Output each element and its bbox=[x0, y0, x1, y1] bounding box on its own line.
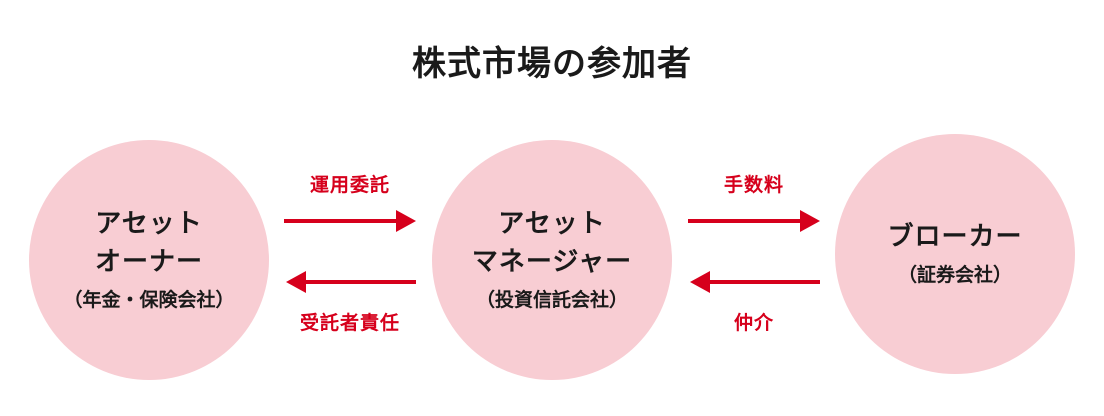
edge-label-manager-to-owner: 受託者責任 bbox=[299, 312, 400, 334]
node-asset-manager: アセット マネージャー （投資信託会社） bbox=[432, 140, 672, 380]
arrow-broker-to-manager bbox=[690, 271, 820, 293]
node-asset-manager-sub: （投資信託会社） bbox=[475, 289, 628, 311]
arrow-manager-to-broker bbox=[688, 210, 820, 232]
node-asset-owner-line1: アセット bbox=[95, 209, 203, 239]
edge-label-owner-to-manager: 運用委託 bbox=[309, 174, 390, 196]
node-asset-owner: アセット オーナー （年金・保険会社） bbox=[29, 140, 269, 380]
node-asset-owner-sub: （年金・保険会社） bbox=[63, 289, 235, 311]
edge-label-broker-to-manager: 仲介 bbox=[733, 312, 774, 334]
node-broker: ブローカー （証券会社） bbox=[835, 134, 1075, 374]
node-asset-manager-line2: マネージャー bbox=[471, 247, 633, 277]
node-broker-sub: （証券会社） bbox=[897, 264, 1012, 286]
diagram-title: 株式市場の参加者 bbox=[412, 44, 692, 84]
arrow-manager-to-owner bbox=[286, 271, 416, 293]
edge-label-manager-to-broker: 手数料 bbox=[723, 174, 784, 196]
node-asset-manager-line1: アセット bbox=[498, 209, 606, 239]
node-asset-owner-line2: オーナー bbox=[94, 247, 203, 277]
arrow-owner-to-manager bbox=[284, 210, 416, 232]
node-broker-line1: ブローカー bbox=[887, 222, 1023, 252]
